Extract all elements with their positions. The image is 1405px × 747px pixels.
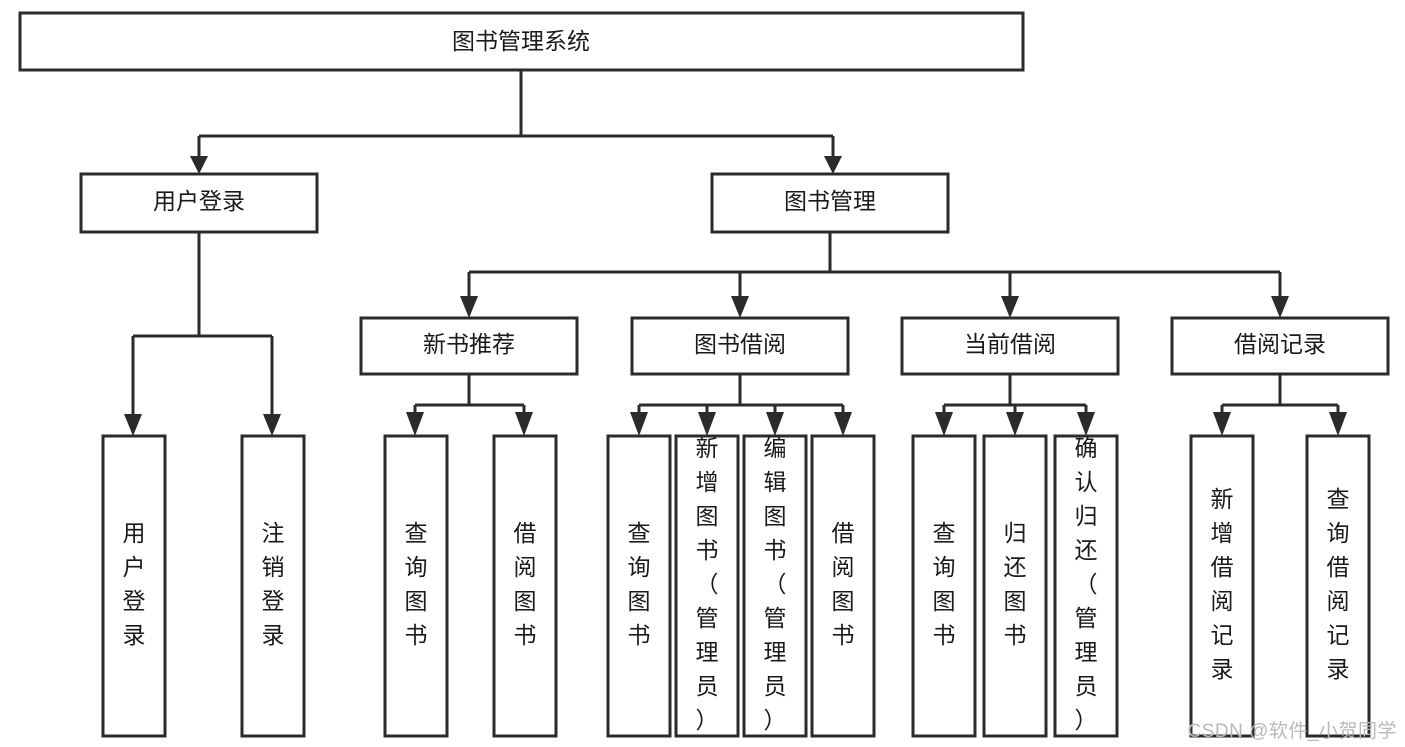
node-leaf-query-book-3-box[interactable]: [911, 434, 977, 738]
node-leaf-user-logout[interactable]: 注销登录: [240, 434, 306, 738]
node-leaf-borrow-book-1-label: 借阅图书: [514, 520, 537, 648]
node-current-borrow-box[interactable]: [900, 316, 1120, 376]
arrow-head-to-leaf-query-book-2: [630, 412, 648, 436]
arrow-head-to-leaf-edit-book: [766, 412, 784, 436]
node-leaf-query-record-box[interactable]: [1305, 434, 1371, 738]
connector-book-manage-split: [467, 232, 1282, 298]
node-leaf-edit-book-box[interactable]: [742, 434, 808, 738]
node-leaf-add-book[interactable]: 新增图书（管理员）: [674, 434, 740, 738]
node-leaf-borrow-book-1-box[interactable]: [492, 434, 558, 738]
node-book-manage-label: 图书管理: [784, 188, 876, 214]
node-new-book-recommend[interactable]: 新书推荐: [359, 316, 579, 376]
node-current-borrow[interactable]: 当前借阅: [900, 316, 1120, 376]
node-leaf-confirm-return[interactable]: 确认归还（管理员）: [1053, 434, 1119, 738]
node-user-login-box[interactable]: [79, 172, 319, 234]
node-leaf-query-book-3[interactable]: 查询图书: [911, 434, 977, 738]
arrow-head-to-new-book-recommend: [460, 296, 478, 318]
node-leaf-add-record-label: 新增借阅记录: [1211, 486, 1234, 682]
arrow-head-to-leaf-query-book-1: [406, 412, 424, 436]
arrow-head-to-leaf-query-record: [1329, 412, 1347, 436]
node-leaf-query-book-1-label: 查询图书: [405, 520, 428, 648]
node-leaf-borrow-book-1[interactable]: 借阅图书: [492, 434, 558, 738]
node-leaf-return-book[interactable]: 归还图书: [982, 434, 1048, 738]
node-book-borrow-label: 图书借阅: [694, 331, 786, 357]
node-leaf-return-book-box[interactable]: [982, 434, 1048, 738]
node-leaf-edit-book-label: 编辑图书（管理员）: [764, 435, 787, 733]
node-leaf-user-logout-box[interactable]: [240, 434, 306, 738]
arrow-head-to-leaf-query-book-3: [935, 412, 953, 436]
node-leaf-borrow-book-2[interactable]: 借阅图书: [810, 434, 876, 738]
node-leaf-add-record[interactable]: 新增借阅记录: [1189, 434, 1255, 738]
arrow-head-to-borrow-record: [1271, 296, 1289, 318]
connector-root-split: [197, 70, 835, 158]
arrow-head-to-leaf-user-login: [124, 414, 142, 436]
node-leaf-confirm-return-box[interactable]: [1053, 434, 1119, 738]
node-leaf-query-book-1-box[interactable]: [383, 434, 449, 738]
node-leaf-query-record[interactable]: 查询借阅记录: [1305, 434, 1371, 738]
connector-user-login-split: [131, 232, 274, 416]
node-book-borrow-box[interactable]: [630, 316, 850, 376]
arrow-head-to-leaf-user-logout: [263, 414, 281, 436]
connector-current-borrow-split: [942, 374, 1088, 416]
arrow-head-to-leaf-borrow-book-2: [834, 412, 852, 436]
node-new-book-recommend-box[interactable]: [359, 316, 579, 376]
node-new-book-recommend-label: 新书推荐: [423, 331, 515, 357]
node-leaf-query-book-1[interactable]: 查询图书: [383, 434, 449, 738]
connector-borrow-record-split: [1220, 374, 1340, 416]
arrow-head-to-current-borrow: [1001, 296, 1019, 318]
arrow-head-to-leaf-add-record: [1213, 412, 1231, 436]
node-leaf-user-logout-label: 注销登录: [262, 520, 285, 648]
node-leaf-add-book-box[interactable]: [674, 434, 740, 738]
connector-new-book-recommend-split: [413, 374, 526, 416]
arrow-head-to-leaf-return-book: [1006, 412, 1024, 436]
node-leaf-add-record-box[interactable]: [1189, 434, 1255, 738]
node-current-borrow-label: 当前借阅: [964, 331, 1056, 357]
node-root-label: 图书管理系统: [452, 28, 590, 54]
arrow-head-to-book-manage: [824, 156, 842, 174]
node-leaf-return-book-label: 归还图书: [1004, 520, 1027, 648]
arrow-head-to-leaf-add-book: [698, 412, 716, 436]
node-leaf-query-record-label: 查询借阅记录: [1327, 486, 1350, 682]
arrow-head-to-user-login: [190, 156, 208, 174]
node-leaf-edit-book[interactable]: 编辑图书（管理员）: [742, 434, 808, 738]
node-leaf-user-login-box[interactable]: [101, 434, 167, 738]
node-leaf-query-book-2[interactable]: 查询图书: [606, 434, 672, 738]
node-leaf-user-login-label: 用户登录: [123, 520, 146, 648]
node-root[interactable]: 图书管理系统: [18, 11, 1025, 72]
node-leaf-borrow-book-2-label: 借阅图书: [832, 520, 855, 648]
node-leaf-query-book-2-label: 查询图书: [628, 520, 651, 648]
node-leaf-user-login[interactable]: 用户登录: [101, 434, 167, 738]
node-user-login-label: 用户登录: [153, 188, 245, 214]
node-user-login[interactable]: 用户登录: [79, 172, 319, 234]
node-book-manage-box[interactable]: [710, 172, 950, 234]
arrow-head-to-leaf-borrow-book-1: [515, 412, 533, 436]
node-leaf-add-book-label: 新增图书（管理员）: [696, 435, 719, 733]
node-borrow-record[interactable]: 借阅记录: [1170, 316, 1390, 376]
arrow-head-to-leaf-confirm-return: [1077, 412, 1095, 436]
connector-book-borrow-split: [637, 374, 845, 416]
node-borrow-record-label: 借阅记录: [1234, 331, 1326, 357]
node-root-box[interactable]: [18, 11, 1025, 72]
node-leaf-query-book-2-box[interactable]: [606, 434, 672, 738]
node-leaf-query-book-3-label: 查询图书: [933, 520, 956, 648]
node-book-borrow[interactable]: 图书借阅: [630, 316, 850, 376]
node-borrow-record-box[interactable]: [1170, 316, 1390, 376]
node-leaf-borrow-book-2-box[interactable]: [810, 434, 876, 738]
node-leaf-confirm-return-label: 确认归还（管理员）: [1075, 435, 1098, 733]
node-book-manage[interactable]: 图书管理: [710, 172, 950, 234]
connectors: [124, 70, 1347, 436]
arrow-head-to-book-borrow: [731, 296, 749, 318]
